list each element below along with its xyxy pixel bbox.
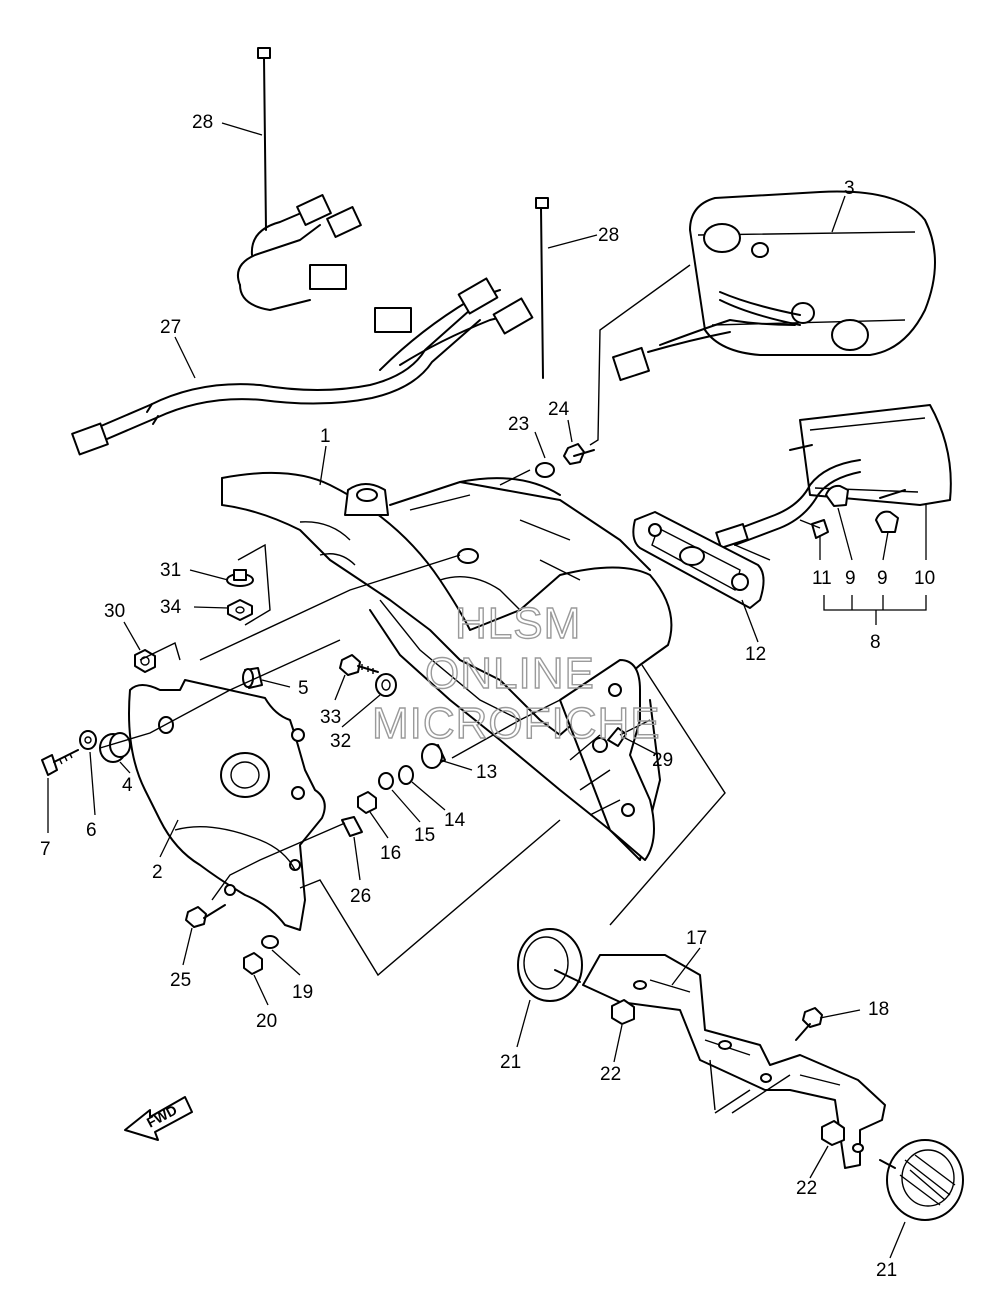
assembly-lines — [99, 264, 821, 1114]
watermark-line3: MICROFICHE — [372, 699, 661, 748]
reflector-stay — [582, 954, 886, 1169]
label-34: 34 — [160, 597, 182, 618]
label-5: 5 — [298, 678, 309, 699]
label-24: 24 — [548, 399, 570, 420]
label-29: 29 — [652, 750, 673, 771]
wire-harness — [71, 47, 549, 456]
label-19: 19 — [292, 982, 313, 1003]
label-12: 12 — [745, 644, 766, 665]
label-20: 20 — [256, 1011, 277, 1032]
fwd-arrow-icon: FWD — [124, 1096, 193, 1141]
watermark-line2: ONLINE — [425, 649, 595, 698]
rear-fender — [221, 471, 673, 861]
reflector-right — [879, 1139, 964, 1221]
reflector-hardware — [611, 999, 845, 1146]
label-22-right: 22 — [796, 1178, 817, 1199]
label-18: 18 — [868, 999, 889, 1020]
label-17: 17 — [686, 928, 707, 949]
watermark: HLSM ONLINE MICROFICHE — [371, 598, 661, 748]
label-10: 10 — [914, 568, 935, 589]
label-21-left: 21 — [500, 1052, 521, 1073]
label-31: 31 — [160, 560, 181, 581]
label-14: 14 — [444, 810, 466, 831]
fender-bracket — [559, 659, 655, 861]
watermark-line1: HLSM — [455, 599, 581, 648]
label-8: 8 — [870, 632, 881, 653]
hardware — [41, 443, 627, 975]
label-2: 2 — [152, 862, 163, 883]
leader-lines — [47, 122, 927, 1259]
label-28-right: 28 — [598, 225, 619, 246]
label-4: 4 — [122, 775, 133, 796]
label-21-right: 21 — [876, 1260, 897, 1281]
label-13: 13 — [476, 762, 497, 783]
label-7: 7 — [40, 839, 51, 860]
label-32: 32 — [330, 731, 351, 752]
label-25: 25 — [170, 970, 191, 991]
label-26: 26 — [350, 886, 371, 907]
tail-light-assembly — [612, 190, 936, 382]
license-plate-bracket — [128, 679, 326, 931]
label-16: 16 — [380, 843, 401, 864]
label-6: 6 — [86, 820, 97, 841]
label-3: 3 — [844, 178, 855, 199]
label-23: 23 — [508, 414, 529, 435]
label-9-left: 9 — [845, 568, 856, 589]
label-15: 15 — [414, 825, 435, 846]
label-27: 27 — [160, 317, 181, 338]
gasket — [632, 511, 765, 609]
part-labels: 28 28 3 27 1 23 24 31 34 30 5 33 32 13 1… — [40, 112, 935, 1281]
label-28-left: 28 — [192, 112, 213, 133]
reflector-left — [517, 928, 583, 1002]
label-22-left: 22 — [600, 1064, 621, 1085]
label-11: 11 — [812, 568, 832, 589]
label-30: 30 — [104, 601, 125, 622]
label-1: 1 — [320, 426, 331, 447]
label-9-right: 9 — [877, 568, 888, 589]
label-33: 33 — [320, 707, 341, 728]
license-light-assembly — [715, 404, 952, 549]
